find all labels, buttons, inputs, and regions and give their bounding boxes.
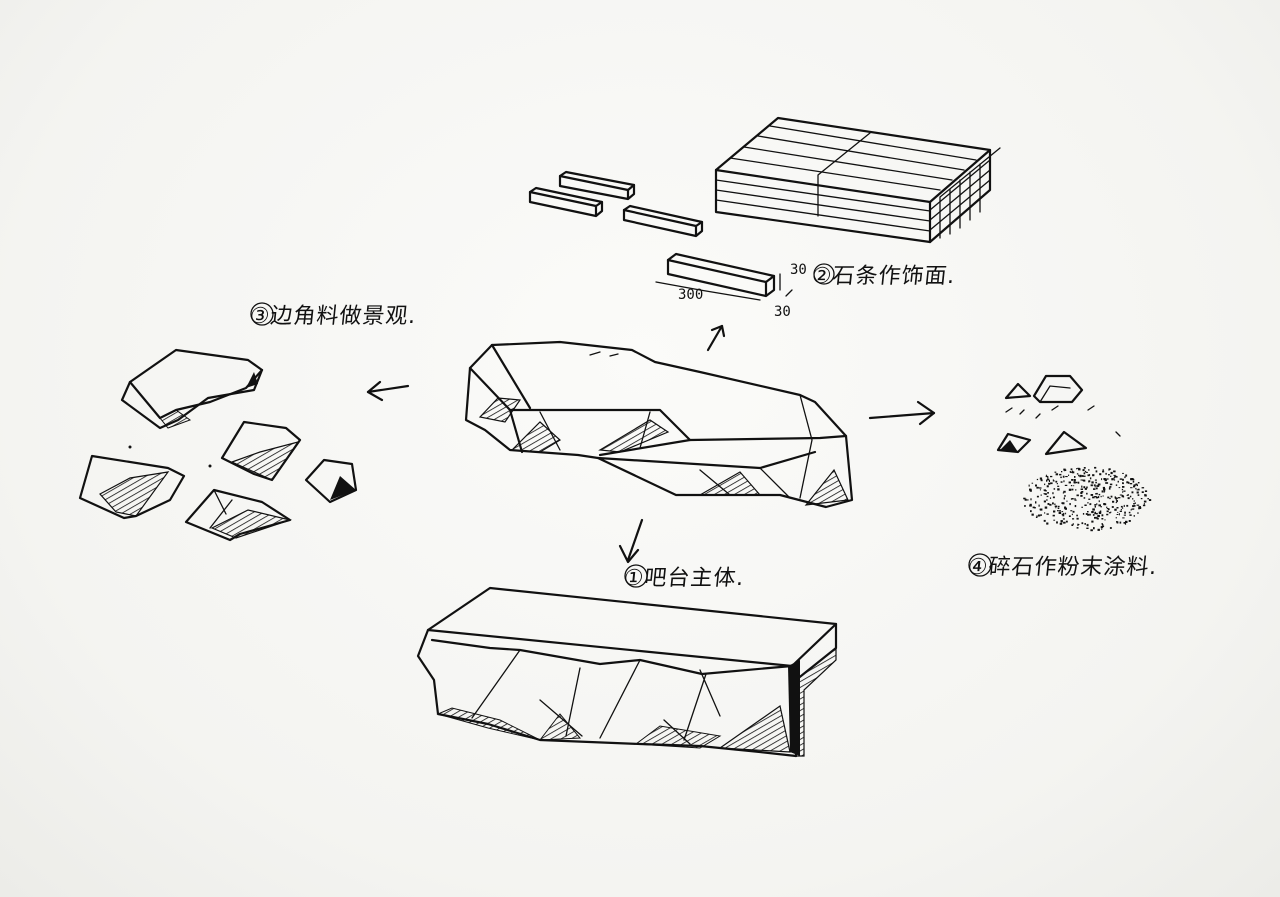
label-gravel-powder-coating: ④碎石作粉末涂料. (966, 555, 1159, 580)
corner-scrap-3 (304, 458, 358, 504)
corner-scrap-2 (220, 420, 302, 482)
stone-strip-a (558, 170, 636, 201)
corner-scrap-5 (184, 488, 293, 542)
stone-strip-b (528, 186, 604, 218)
gravel-fragments (996, 374, 1121, 456)
raw-stone-block (464, 340, 854, 509)
label-3-circle (250, 302, 274, 326)
dimension-width: 30 (774, 304, 791, 320)
dimension-length: 300 (678, 287, 704, 303)
label-1-circle (624, 564, 648, 588)
corner-scrap-4 (78, 454, 186, 520)
label-stone-strips-wall: ②石条作饰面. (810, 264, 957, 289)
arrow-right (868, 400, 936, 426)
label-corner-scraps-landscape: ③边角料做景观. (248, 304, 418, 329)
dimension-height: 30 (790, 262, 807, 278)
stone-strip-dimensioned (655, 252, 793, 301)
label-4-circle (968, 553, 992, 577)
arrow-down (618, 518, 644, 564)
arrow-up (706, 324, 726, 352)
gravel-powder-pile (1023, 466, 1152, 532)
label-2-circle (813, 263, 835, 285)
stone-strip-stack (714, 116, 1001, 244)
corner-scrap-1 (120, 348, 264, 430)
bar-counter (416, 586, 838, 758)
arrow-left (366, 380, 410, 402)
label-bar-top-main: ①吧台主体. (622, 566, 746, 591)
stone-strip-c (622, 204, 704, 238)
